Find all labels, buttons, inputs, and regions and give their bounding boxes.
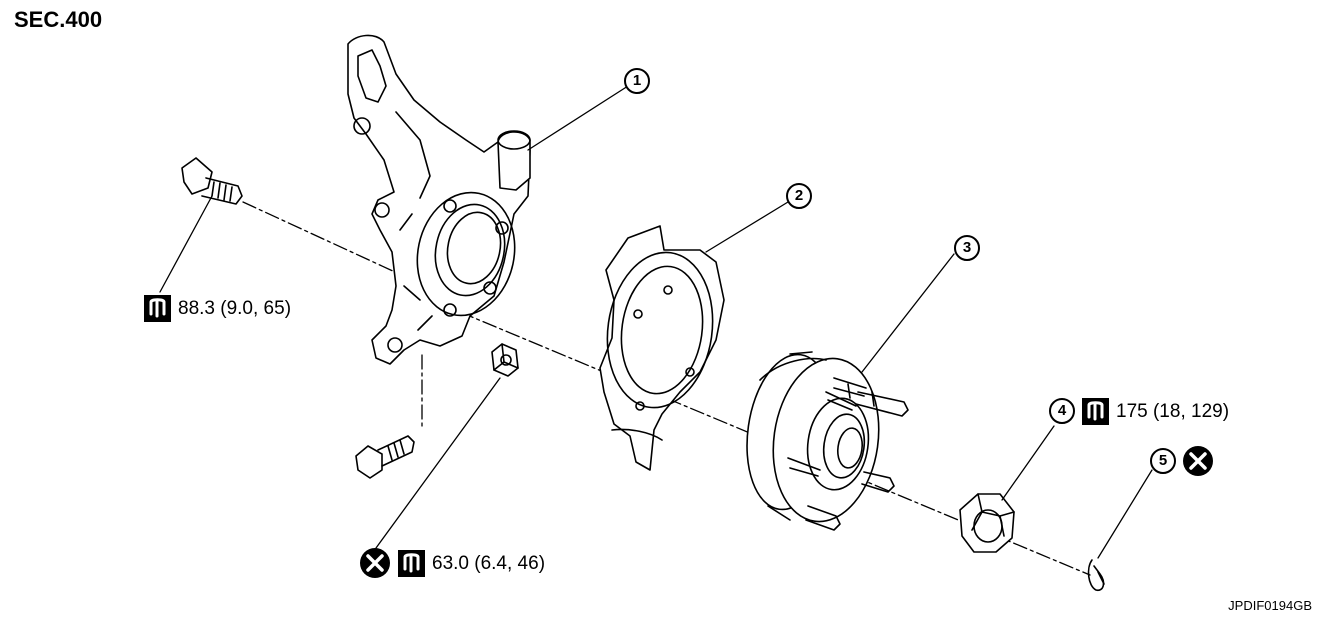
callout-number-2: 2 <box>786 183 812 209</box>
non-reusable-part-icon <box>360 446 1213 578</box>
lower-nut <box>491 343 519 377</box>
torque-knuckle-bolt: 88.3 (9.0, 65) <box>178 298 292 319</box>
hub-lock-nut <box>959 493 1015 553</box>
cotter-pin <box>1087 559 1105 592</box>
callout-number-3: 3 <box>954 235 980 261</box>
leader-lines <box>159 85 1153 559</box>
torque-wrench-glyph <box>149 298 1104 573</box>
section-title: SEC.400 <box>14 7 103 32</box>
torque-hub-nut: 175 (18, 129) <box>1116 401 1230 422</box>
steering-knuckle <box>347 34 531 365</box>
callout-number-1: 1 <box>624 68 650 94</box>
torque-lower-nut: 63.0 (6.4, 46) <box>432 553 546 574</box>
back-plate <box>599 225 725 471</box>
knuckle-bolt <box>181 157 243 205</box>
callout-number-5: 5 <box>1150 448 1176 474</box>
figure-id: JPDIF0194GB <box>1228 598 1312 613</box>
lower-bolt <box>355 435 415 479</box>
callout-number-4: 4 <box>1049 398 1075 424</box>
wheel-hub-bearing <box>746 351 909 531</box>
